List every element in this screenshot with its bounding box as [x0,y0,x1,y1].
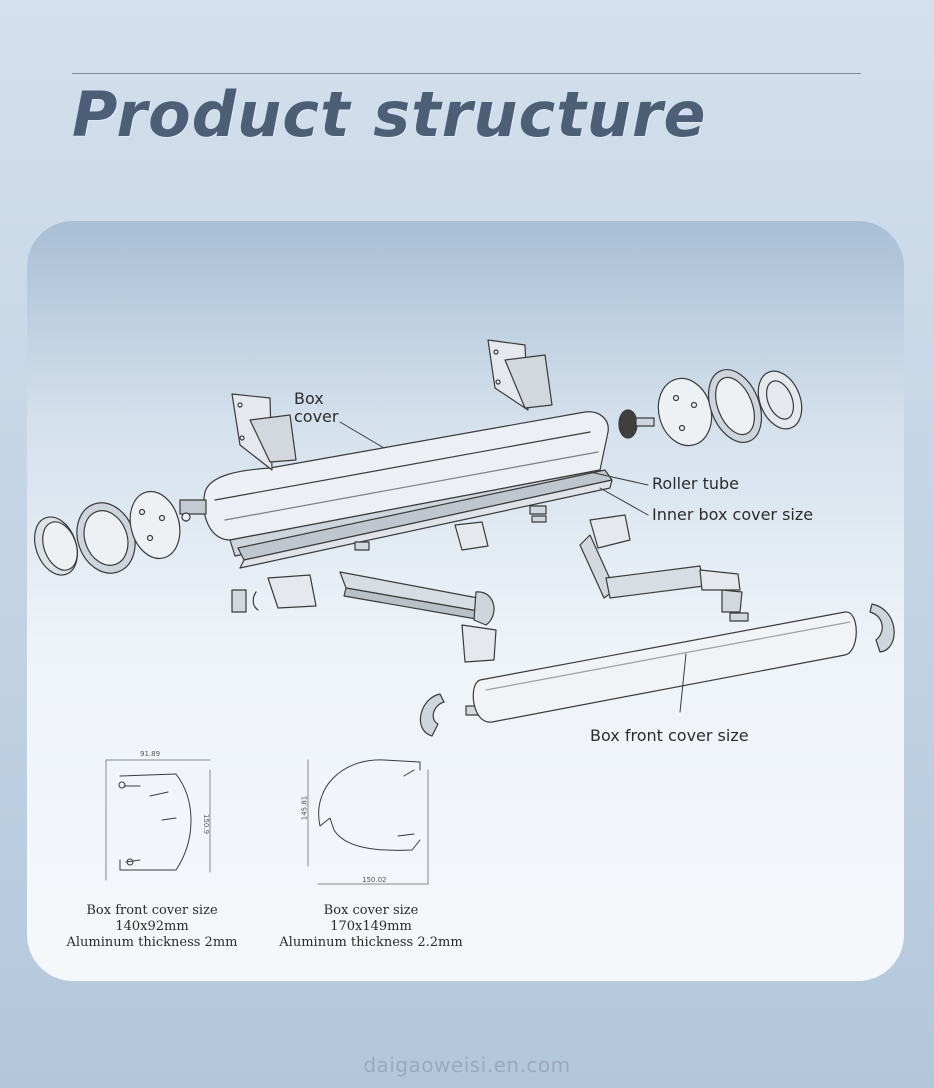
left-motor-shaft [179,499,207,522]
center-clip [454,521,489,551]
left-wall-bracket [231,393,297,471]
profile-left-dim-height: 150.9 [202,813,211,835]
label-box-cover-line2: cover [294,407,339,426]
caption-front-cover: Box front cover size 140x92mm Aluminum t… [62,903,242,951]
page-title: Product structure [72,78,707,151]
left-end-cap-outer [33,516,79,576]
box-front-cover-part [472,611,857,723]
box-cover-profile-drawing [307,759,429,885]
caption-box-cover: Box cover size 170x149mm Aluminum thickn… [276,903,466,951]
label-box-cover-line1: Box [294,389,324,408]
front-cover-profile-drawing [105,759,211,881]
label-inner-box-cover-size: Inner box cover size [652,505,814,524]
left-end-cap-frame [76,502,136,574]
front-cover-end-cap-right [869,603,895,653]
caption-box-cover-line2: 170x149mm [330,919,412,934]
right-wall-bracket [487,339,553,411]
caption-box-cover-line3: Aluminum thickness 2.2mm [279,935,463,950]
label-roller-tube: Roller tube [652,474,739,493]
front-cover-end-cap-left [419,693,445,737]
small-clips [354,505,749,716]
right-end-plate [657,377,713,447]
left-end-plate [129,490,181,560]
leader-lines [339,421,687,713]
caption-front-cover-line3: Aluminum thickness 2mm [66,935,238,950]
watermark: daigaoweisi.en.com [363,1053,571,1077]
gear-part [618,409,655,439]
right-end-cap-frame [707,369,763,443]
profile-right-dim-width: 150.02 [362,876,387,884]
label-box-cover: Box cover [294,390,338,426]
inner-box-cover-part [237,469,613,569]
profile-right-dim-height: 145.81 [300,795,309,821]
caption-box-cover-line1: Box cover size [323,903,419,918]
right-end-cap-outer [757,370,803,430]
caption-front-cover-line1: Box front cover size [86,903,218,918]
right-folding-arm [579,514,743,613]
label-box-front-cover-size: Box front cover size [590,726,749,745]
profile-left-dim-width: 91.89 [140,750,161,758]
left-folding-arm [339,571,497,663]
left-arm-shoulder [231,574,317,613]
caption-front-cover-line2: 140x92mm [115,919,189,934]
top-divider [72,73,861,74]
